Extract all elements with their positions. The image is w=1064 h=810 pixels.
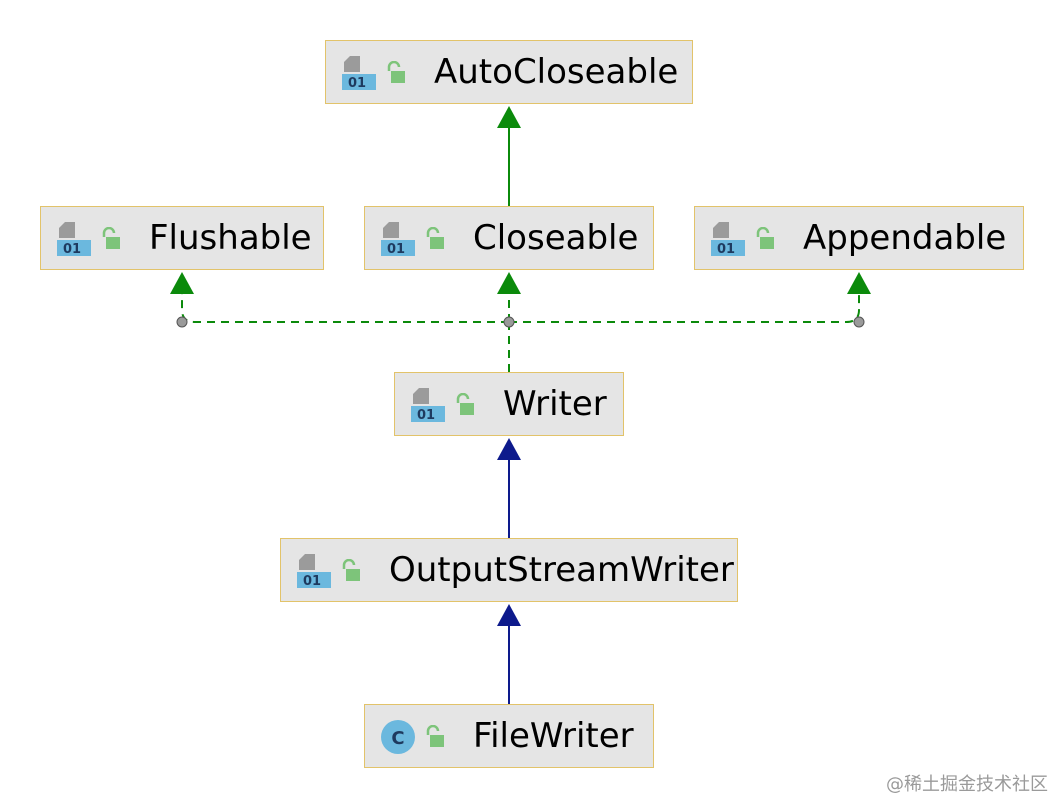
public-lock-icon <box>387 61 405 83</box>
public-lock-icon <box>102 227 120 249</box>
arrowhead-closeable <box>497 272 521 294</box>
node-label: OutputStreamWriter <box>389 550 734 590</box>
interface-file-icon: 01 <box>297 554 331 589</box>
interface-file-icon: 01 <box>57 222 91 257</box>
public-lock-icon <box>342 559 360 581</box>
interface-file-icon: 01 <box>342 56 376 91</box>
public-lock-icon <box>426 227 444 249</box>
edge-to-flushable <box>181 286 509 323</box>
node-autocloseable[interactable]: 01 AutoCloseable <box>325 40 693 104</box>
node-label: Closeable <box>473 218 639 258</box>
node-label: Writer <box>503 384 607 424</box>
arrowhead-writer <box>497 438 521 460</box>
public-lock-icon <box>426 725 444 747</box>
public-lock-icon <box>756 227 774 249</box>
node-appendable[interactable]: 01 Appendable <box>694 206 1024 270</box>
node-label: AutoCloseable <box>434 52 679 92</box>
node-output-stream-writer[interactable]: 01 OutputStreamWriter <box>280 538 738 602</box>
interface-badge: 01 <box>348 76 366 91</box>
node-label: FileWriter <box>473 716 634 756</box>
arrowhead-flushable <box>170 272 194 294</box>
interface-badge: 01 <box>417 408 435 423</box>
node-writer[interactable]: 01 Writer <box>394 372 624 436</box>
connector-dot-appendable <box>853 316 865 328</box>
arrowhead-osw <box>497 604 521 626</box>
node-label: Flushable <box>149 218 312 258</box>
class-icon: C <box>381 720 415 754</box>
interface-badge: 01 <box>63 242 81 257</box>
node-file-writer[interactable]: C FileWriter <box>364 704 654 768</box>
interface-badge: 01 <box>303 574 321 589</box>
arrowhead-appendable <box>847 272 871 294</box>
connector-dot-closeable <box>503 316 515 328</box>
connector-dot-flushable <box>176 316 188 328</box>
interface-badge: 01 <box>387 242 405 257</box>
node-label: Appendable <box>803 218 1007 258</box>
arrowhead-autocloseable <box>497 106 521 128</box>
interface-file-icon: 01 <box>711 222 745 257</box>
interface-badge: 01 <box>717 242 735 257</box>
node-closeable[interactable]: 01 Closeable <box>364 206 654 270</box>
class-letter: C <box>391 728 404 749</box>
interface-file-icon: 01 <box>411 388 445 423</box>
watermark: @稀土掘金技术社区 <box>886 774 1048 795</box>
node-flushable[interactable]: 01 Flushable <box>40 206 324 270</box>
public-lock-icon <box>456 393 474 415</box>
interface-file-icon: 01 <box>381 222 415 257</box>
edge-to-appendable <box>509 286 860 323</box>
